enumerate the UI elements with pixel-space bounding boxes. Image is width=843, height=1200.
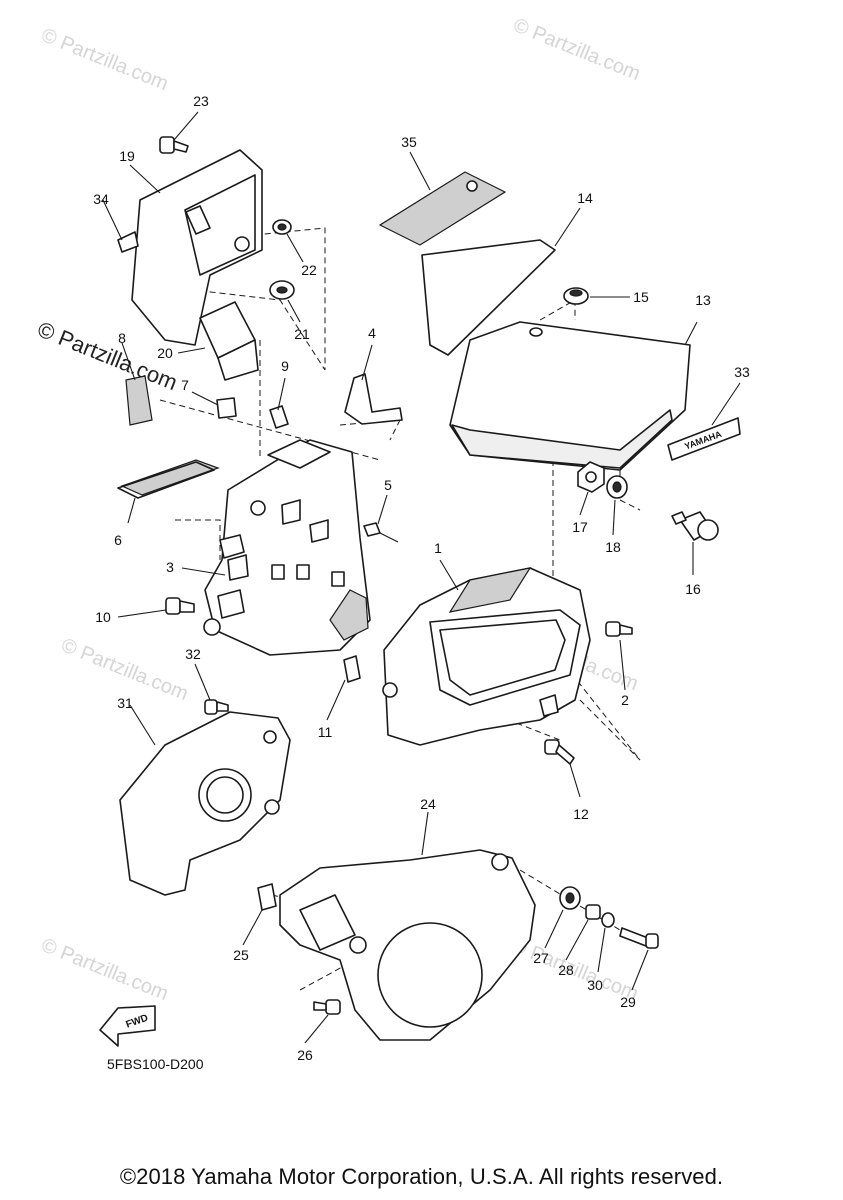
callout-34: 34 — [93, 191, 109, 207]
callout-13: 13 — [695, 292, 711, 308]
callout-25: 25 — [233, 947, 249, 963]
watermark: © Partzilla.com — [38, 24, 171, 95]
callout-18: 18 — [605, 539, 621, 555]
callout-1: 1 — [434, 540, 442, 556]
part-19-cover — [131, 149, 263, 346]
part-34-grommet — [117, 231, 139, 253]
part-33-emblem: YAMAHA — [667, 417, 741, 461]
leader-lines — [102, 111, 741, 1044]
part-32-bolt — [204, 699, 229, 715]
callout-labels: 1 2 3 4 5 6 7 8 9 10 11 12 13 14 15 16 1… — [93, 93, 750, 1063]
fwd-arrow-icon: FWD — [99, 1005, 156, 1047]
callout-17: 17 — [572, 519, 588, 535]
callout-31: 31 — [117, 695, 133, 711]
callout-12: 12 — [573, 806, 589, 822]
part-12-bolt — [544, 739, 575, 765]
callout-35: 35 — [401, 134, 417, 150]
callout-8: 8 — [118, 330, 126, 346]
part-24-housing — [279, 849, 536, 1041]
callout-15: 15 — [633, 289, 649, 305]
part-6-sheet — [117, 459, 220, 499]
part-31-cover — [119, 711, 291, 896]
part-23-bolt — [159, 136, 189, 154]
callout-30: 30 — [587, 977, 603, 993]
part-28-spacer — [585, 904, 601, 920]
copyright-footer: ©2018 Yamaha Motor Corporation, U.S.A. A… — [119, 1164, 724, 1189]
callout-22: 22 — [301, 262, 317, 278]
callout-5: 5 — [384, 477, 392, 493]
callout-11: 11 — [318, 724, 333, 740]
part-3-box — [203, 439, 371, 656]
part-16-fastener — [671, 511, 719, 541]
part-8-plate — [125, 375, 153, 426]
part-21-damper — [269, 280, 295, 300]
callout-3: 3 — [166, 559, 174, 575]
callout-10: 10 — [95, 609, 111, 625]
part-27-collar — [559, 886, 581, 910]
part-15-grommet — [563, 287, 589, 305]
callout-21: 21 — [294, 326, 310, 342]
callout-33: 33 — [734, 364, 750, 380]
callout-27: 27 — [533, 950, 549, 966]
callout-7: 7 — [181, 377, 189, 393]
callout-19: 19 — [119, 148, 135, 164]
callout-23: 23 — [193, 93, 209, 109]
diagram-code: 5FBS100-D200 — [107, 1056, 204, 1072]
callout-29: 29 — [620, 994, 636, 1010]
callout-28: 28 — [558, 962, 574, 978]
part-7-cap — [216, 397, 237, 419]
watermark: © Partzilla.com — [38, 934, 171, 1005]
callout-14: 14 — [577, 190, 593, 206]
callout-9: 9 — [281, 358, 289, 374]
part-25-clip — [257, 883, 277, 911]
part-2-bolt — [605, 621, 633, 637]
part-29-bolt — [619, 927, 659, 949]
part-30-washer — [601, 912, 615, 928]
part-4-bracket — [344, 373, 403, 425]
part-11-clip — [343, 655, 361, 683]
part-13-side-cover — [449, 321, 691, 471]
part-20-pad — [199, 301, 259, 381]
callout-26: 26 — [297, 1047, 313, 1063]
part-18-grommet — [606, 475, 628, 499]
callout-24: 24 — [420, 796, 436, 812]
callout-4: 4 — [368, 325, 376, 341]
part-10-bolt — [165, 597, 195, 615]
part-22-damper — [272, 219, 292, 235]
part-35-pad — [378, 171, 507, 246]
callout-2: 2 — [621, 692, 629, 708]
part-1-airbox — [382, 567, 591, 746]
callout-6: 6 — [114, 532, 122, 548]
part-26-bolt — [313, 999, 341, 1015]
callout-32: 32 — [185, 646, 201, 662]
watermark: © Partzilla.com — [510, 14, 643, 85]
part-17-nut — [577, 461, 605, 493]
part-9-clip — [269, 405, 289, 429]
callout-16: 16 — [685, 581, 701, 597]
part-5-pin — [363, 522, 399, 543]
callout-20: 20 — [157, 345, 173, 361]
part-14-filter — [421, 239, 556, 356]
